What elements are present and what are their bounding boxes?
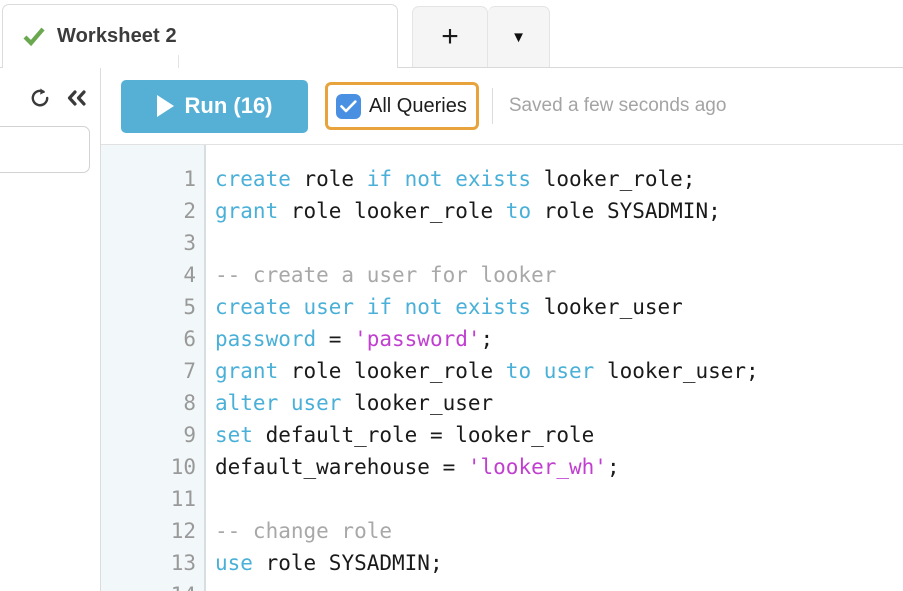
code-token: if not exists [366, 167, 532, 191]
code-token: password [215, 327, 317, 351]
play-triangle-icon [156, 95, 174, 117]
toolbar-underline [101, 144, 903, 145]
refresh-icon[interactable] [29, 87, 51, 109]
code-line[interactable] [215, 579, 903, 591]
code-line[interactable]: use role SYSADMIN; [215, 547, 903, 579]
run-button-label: Run (16) [184, 93, 273, 118]
code-token: 'password' [354, 327, 481, 351]
code-token: role looker_role [278, 359, 506, 383]
code-token: ; [606, 455, 620, 479]
line-number: 1 [183, 167, 196, 191]
add-worksheet-button[interactable]: + [412, 6, 488, 67]
line-number: 14 [101, 579, 196, 591]
toolbar-separator [491, 88, 493, 124]
line-number: 10 [170, 455, 196, 479]
all-queries-label: All Queries [369, 94, 467, 117]
code-token: -- change role [215, 519, 393, 543]
code-token: alter user [215, 391, 342, 415]
code-token: use [215, 551, 253, 575]
line-number: 9 [183, 423, 196, 447]
code-token: grant [215, 199, 279, 223]
line-number: 12 [170, 519, 196, 543]
green-check-icon [23, 26, 45, 48]
code-token: create user if not exists [215, 295, 532, 319]
code-token: 'looker_wh' [467, 455, 607, 479]
tab-caret-stub [178, 55, 179, 68]
line-number: 5 [183, 295, 196, 319]
code-line[interactable]: create role if not exists looker_role; [215, 163, 903, 195]
code-line[interactable] [215, 227, 903, 259]
code-token: default_warehouse = [215, 455, 468, 479]
chevron-down-icon: ▼ [511, 28, 526, 46]
tab-title: Worksheet 2 [57, 25, 177, 47]
code-token: looker_user [531, 295, 683, 319]
left-rail-divider [100, 68, 101, 591]
worksheet-toolbar: Run (16) All Queries Saved a few seconds… [101, 68, 903, 144]
code-token: default_role = looker_role [252, 423, 595, 447]
code-line[interactable]: password = 'password'; [215, 323, 903, 355]
code-token: looker_user; [594, 359, 759, 383]
code-token: set [215, 423, 253, 447]
code-token: role [290, 167, 367, 191]
code-line[interactable]: create user if not exists looker_user [215, 291, 903, 323]
code-line[interactable]: -- change role [215, 515, 903, 547]
code-token: looker_user [341, 391, 494, 415]
line-number: 7 [183, 359, 196, 383]
line-numbers: 1234567891011121314 [101, 145, 196, 591]
line-number: 4 [183, 263, 196, 287]
line-number: 11 [170, 487, 196, 511]
checkbox-checked-icon[interactable] [336, 93, 361, 119]
saved-status-text: Saved a few seconds ago [508, 95, 727, 116]
line-number: 6 [183, 327, 196, 351]
line-number: 3 [183, 231, 196, 255]
left-rail-actions [0, 80, 101, 116]
sql-editor[interactable]: 1234567891011121314 create role if not e… [101, 145, 903, 591]
code-line[interactable]: -- create a user for looker [215, 259, 903, 291]
gutter-divider [204, 145, 206, 591]
double-chevron-left-icon[interactable] [65, 88, 89, 108]
code-token: create [215, 167, 291, 191]
all-queries-checkbox[interactable]: All Queries [325, 82, 479, 130]
line-number: 8 [183, 391, 196, 415]
code-lines[interactable]: create role if not exists looker_role;gr… [215, 145, 903, 591]
code-token: -- create a user for looker [215, 263, 557, 287]
tab-bar-baseline [0, 67, 903, 68]
code-token: to user [505, 359, 595, 383]
code-line[interactable] [215, 483, 903, 515]
left-rail [0, 68, 101, 591]
code-token: to [505, 199, 532, 223]
tab-bar: Worksheet 2 + ▼ [0, 0, 903, 68]
sidebar-search-input[interactable] [0, 126, 90, 173]
code-token: role SYSADMIN; [531, 199, 721, 223]
code-line[interactable]: alter user looker_user [215, 387, 903, 419]
code-line[interactable]: grant role looker_role to user looker_us… [215, 355, 903, 387]
line-number: 13 [170, 551, 196, 575]
line-number-gutter [101, 145, 204, 591]
line-number: 2 [183, 199, 196, 223]
code-token: role SYSADMIN; [252, 551, 443, 575]
code-line[interactable]: grant role looker_role to role SYSADMIN; [215, 195, 903, 227]
tab-worksheet-2[interactable]: Worksheet 2 [2, 4, 398, 68]
run-button[interactable]: Run (16) [121, 79, 308, 133]
plus-icon: + [441, 20, 459, 53]
code-token: grant [215, 359, 279, 383]
code-token: = [316, 327, 355, 351]
code-token: role looker_role [278, 199, 506, 223]
code-token: ; [480, 327, 494, 351]
code-line[interactable]: set default_role = looker_role [215, 419, 903, 451]
worksheet-menu-button[interactable]: ▼ [488, 6, 550, 67]
code-line[interactable]: default_warehouse = 'looker_wh'; [215, 451, 903, 483]
code-token: looker_role; [531, 167, 696, 191]
